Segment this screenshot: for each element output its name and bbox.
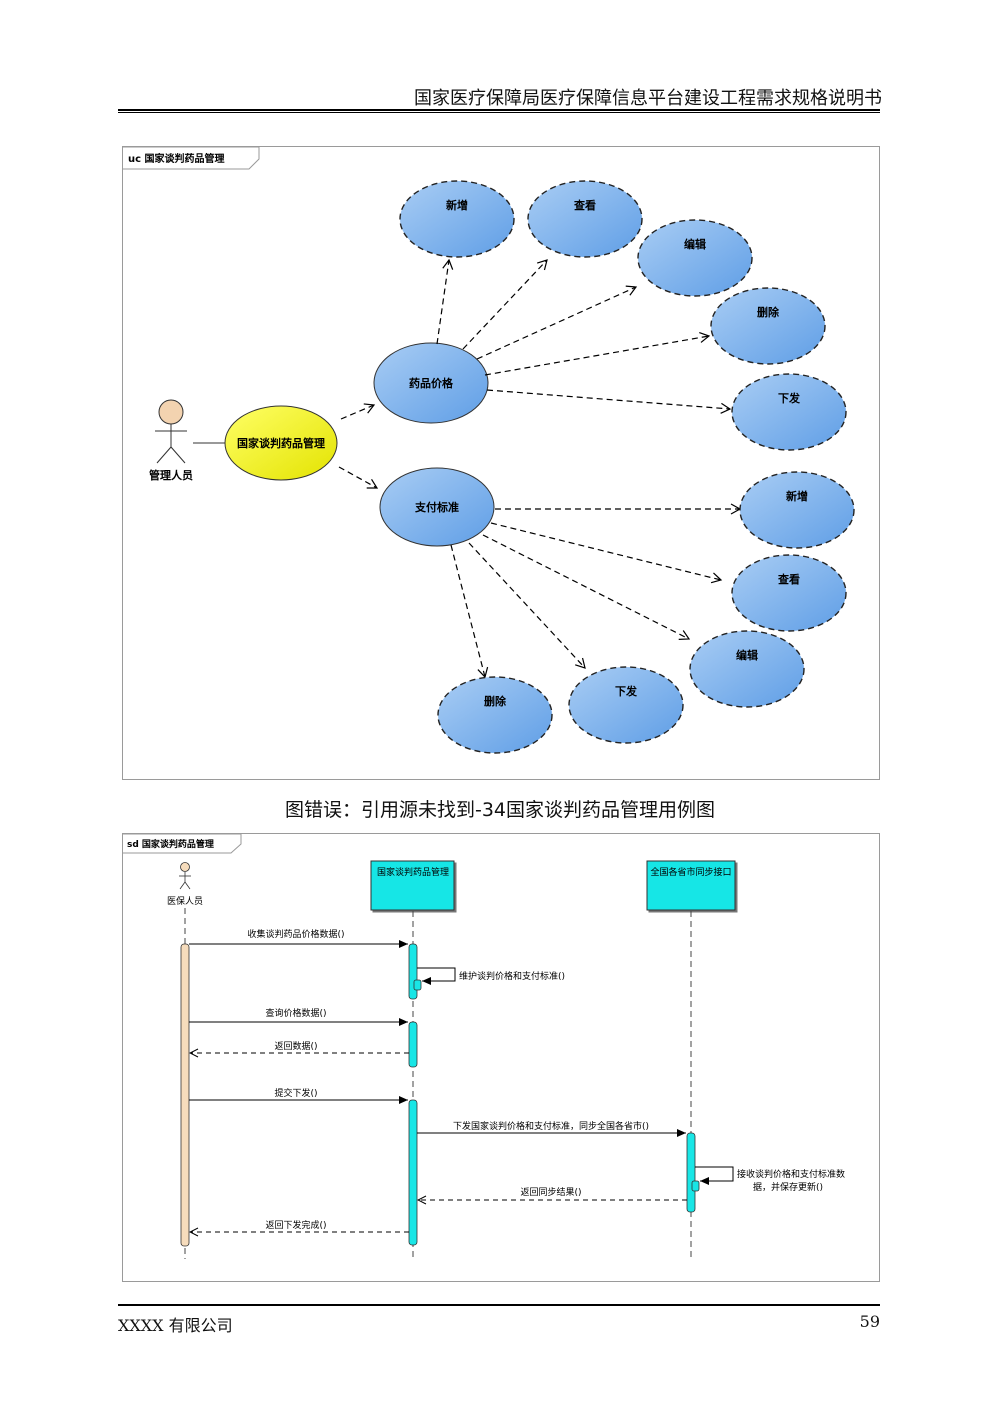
msg-submit-label: 提交下发(): [274, 1087, 317, 1099]
price-child-delete: 删除: [710, 287, 826, 365]
price-usecase-label: 药品价格: [409, 376, 454, 390]
standard-usecase-ellipse: [379, 467, 495, 547]
standard-child-delete: 删除: [437, 676, 553, 754]
arrow-price-to-edit: [476, 285, 638, 360]
arrow-price-to-view: [462, 259, 548, 350]
msg-receive-arrow: [695, 1166, 734, 1185]
arrow-main-to-standard: [338, 466, 379, 489]
price-child-issue: 下发: [731, 373, 847, 451]
standard-child-issue-label: 下发: [615, 684, 638, 698]
activation-submit: [408, 1099, 418, 1246]
price-child-edit-label: 编辑: [684, 237, 706, 251]
msg-maintain-label: 维护谈判价格和支付标准(): [459, 970, 565, 982]
lifeline-sync-interface-label: 全国各省市同步接口: [650, 866, 731, 878]
activation-self-receive: [691, 1180, 700, 1192]
actor-label: 管理人员: [149, 468, 193, 482]
price-child-view-label: 查看: [574, 198, 596, 212]
standard-child-add-label: 新增: [786, 489, 808, 503]
arrow-main-to-price: [340, 403, 376, 420]
header-rule-thin: [118, 112, 880, 113]
price-child-issue-label: 下发: [778, 391, 801, 405]
standard-usecase-label: 支付标准: [414, 500, 459, 514]
lifeline-actor-label: 医保人员: [167, 895, 203, 907]
arrow-price-to-issue: [486, 389, 732, 414]
activation-collect: [408, 943, 418, 1000]
msg-issue-sync-label: 下发国家谈判价格和支付标准，同步全国各省市(): [453, 1120, 649, 1132]
footer-rule: [118, 1304, 880, 1306]
arrow-standard-to-delete: [450, 544, 489, 679]
arrow-standard-to-view: [490, 522, 723, 584]
arrow-price-to-delete: [484, 332, 711, 376]
msg-query-label: 查询价格数据(): [265, 1007, 326, 1019]
msg-return-data-label: 返回数据(): [274, 1040, 317, 1052]
price-usecase-ellipse: [373, 342, 489, 424]
usecase-diagram: uc 国家谈判药品管理 管理人员 国家谈判药品管理 药品价格 支付标准: [123, 146, 855, 754]
lifeline-sync-interface-box: [646, 860, 736, 911]
standard-child-edit: 编辑: [689, 630, 805, 708]
footer-page-number: 59: [859, 1312, 880, 1331]
msg-receive-label-line2: 据，并保存更新(): [753, 1181, 823, 1193]
standard-child-view-label: 查看: [778, 572, 800, 586]
price-child-edit: 编辑: [637, 219, 753, 297]
activation-sync: [686, 1132, 696, 1213]
activation-self-maintain: [413, 979, 422, 991]
standard-child-issue: 下发: [568, 666, 684, 744]
figure-caption: 图错误：引用源未找到-34国家谈判药品管理用例图: [284, 799, 716, 821]
actor-activation-bar: [180, 943, 190, 1247]
standard-child-view: 查看: [731, 554, 847, 632]
sequence-diagram-frame: sd 国家谈判药品管理 医保人员 国家谈判药品管理 全国各省市同步接口 收集谈: [122, 833, 880, 1282]
arrow-price-to-add: [436, 258, 454, 345]
actor-figure: [155, 399, 187, 464]
standard-child-add: 新增: [739, 471, 855, 549]
msg-receive-label-line1: 接收谈判价格和支付标准数: [737, 1168, 845, 1180]
lifeline-actor-figure: [179, 862, 191, 890]
sequence-frame-tab: sd 国家谈判药品管理: [123, 833, 242, 854]
activation-query: [408, 1021, 418, 1068]
usecase-frame-label: uc 国家谈判药品管理: [128, 152, 225, 165]
header-rule-thick: [118, 109, 880, 111]
standard-child-delete-label: 删除: [484, 694, 507, 708]
msg-collect-label: 收集谈判药品价格数据(): [247, 928, 344, 940]
msg-return-sync-label: 返回同步结果(): [520, 1186, 581, 1198]
standard-child-edit-label: 编辑: [736, 648, 758, 662]
arrow-standard-to-issue: [468, 542, 586, 669]
document-header-title: 国家医疗保障局医疗保障信息平台建设工程需求规格说明书: [414, 88, 882, 109]
usecase-frame-tab: uc 国家谈判药品管理: [123, 146, 260, 170]
msg-return-issue-done-label: 返回下发完成(): [265, 1219, 326, 1231]
msg-maintain-arrow: [417, 967, 456, 985]
main-usecase-ellipse: [224, 405, 338, 481]
sequence-diagram: sd 国家谈判药品管理 医保人员 国家谈判药品管理 全国各省市同步接口 收集谈: [123, 833, 845, 1259]
lifeline-drug-mgmt-box: [370, 860, 455, 911]
lifeline-drug-mgmt-label: 国家谈判药品管理: [377, 866, 449, 878]
price-child-view: 查看: [527, 180, 643, 258]
price-child-add-label: 新增: [446, 198, 468, 212]
arrow-standard-to-edit: [482, 534, 691, 641]
footer-company: XXXX 有限公司: [118, 1316, 233, 1335]
usecase-diagram-frame: uc 国家谈判药品管理 管理人员 国家谈判药品管理 药品价格 支付标准: [122, 146, 880, 780]
main-usecase-label: 国家谈判药品管理: [237, 436, 325, 450]
price-child-add: 新增: [399, 180, 515, 258]
price-child-delete-label: 删除: [757, 305, 780, 319]
sequence-frame-label: sd 国家谈判药品管理: [127, 838, 214, 850]
